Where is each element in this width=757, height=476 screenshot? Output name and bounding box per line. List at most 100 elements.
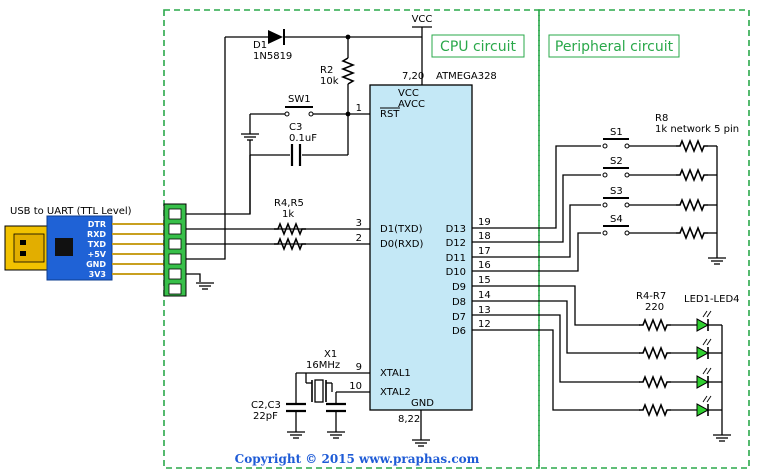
usb-title: USB to UART (TTL Level) xyxy=(10,206,132,217)
pin-num-13: 13 xyxy=(478,305,491,316)
chip-pin-d6: D6 xyxy=(452,326,466,337)
chip-pin-d12: D12 xyxy=(446,238,466,249)
pin-num-14: 14 xyxy=(478,290,491,301)
pin-num-16: 16 xyxy=(478,260,491,271)
s4-label: S4 xyxy=(610,214,623,225)
switch-s1 xyxy=(602,138,630,149)
ground-symbol-c2 xyxy=(286,431,306,439)
chip-vcc-pins: 7,20 xyxy=(402,71,424,82)
r8-value: 1k network 5 pin xyxy=(655,124,739,135)
copyright-text: Copyright © 2015 www.praphas.com xyxy=(235,452,480,466)
peripheral-section-label: Peripheral circuit xyxy=(555,39,674,55)
wire-d9 xyxy=(472,285,640,326)
wire-d7 xyxy=(472,314,640,383)
c23-value: 22pF xyxy=(253,411,278,422)
peripheral-label-box xyxy=(548,34,680,58)
wire-d12 xyxy=(472,174,601,243)
usb-pin-txd: TXD xyxy=(88,240,107,249)
x1-value: 16MHz xyxy=(306,360,340,371)
ground-symbol-led xyxy=(712,434,732,442)
switch-s3 xyxy=(602,197,630,208)
wire-d11 xyxy=(472,204,601,258)
switch-s2 xyxy=(602,167,630,178)
wire-gnd xyxy=(186,273,201,282)
pin-num-17: 17 xyxy=(478,246,491,257)
ground-symbol-c3 xyxy=(326,431,346,439)
led-1 xyxy=(696,310,712,332)
resistor-r8-3 xyxy=(675,199,709,211)
chip-avcc: AVCC xyxy=(398,99,425,110)
resistor-r7-led xyxy=(638,404,672,416)
s2-label: S2 xyxy=(610,156,623,167)
chip-gnd: GND xyxy=(411,398,434,409)
switch-s4 xyxy=(602,225,630,236)
crystal-x1 xyxy=(314,379,324,403)
r2-ref: R2 xyxy=(320,65,333,76)
r8-ref: R8 xyxy=(655,113,668,124)
chip-pin-d8: D8 xyxy=(452,297,466,308)
led-3 xyxy=(696,367,712,389)
usb-pin-gnd: GND xyxy=(86,260,106,269)
chip-gnd-pins: 8,22 xyxy=(398,414,420,425)
pin-num-txd: 3 xyxy=(356,218,362,229)
chip-pin-d9: D9 xyxy=(452,282,466,293)
led-ref: LED1-LED4 xyxy=(684,294,740,305)
chip-xtal2: XTAL2 xyxy=(380,387,411,398)
pin-num-18: 18 xyxy=(478,231,491,242)
resistor-r8-4 xyxy=(675,227,709,239)
vcc-label: VCC xyxy=(412,14,433,25)
wire-d10 xyxy=(472,232,601,272)
pin-num-12: 12 xyxy=(478,319,491,330)
x1-ref: X1 xyxy=(324,349,337,360)
s1-label: S1 xyxy=(610,127,623,138)
ground-symbol-sw1 xyxy=(240,133,260,141)
led-4 xyxy=(696,395,712,417)
wire-dtr xyxy=(186,140,251,215)
usb-pin-dtr: DTR xyxy=(88,220,106,229)
r45-ref: R4,R5 xyxy=(274,198,304,209)
chip-txd: D1(TXD) xyxy=(380,224,423,235)
resistor-r8-1 xyxy=(675,140,709,152)
chip-pin-d11: D11 xyxy=(446,253,466,264)
resistor-r5 xyxy=(273,238,307,250)
resistor-r8-2 xyxy=(675,169,709,181)
peripheral-section-frame xyxy=(538,9,750,469)
r47-ref: R4-R7 xyxy=(636,291,666,302)
wire-5v xyxy=(186,37,226,260)
d1-value: 1N5819 xyxy=(253,51,292,62)
ground-symbol-chip xyxy=(411,439,431,447)
chip-name: ATMEGA328 xyxy=(436,71,497,82)
resistor-r2 xyxy=(340,57,356,85)
usb-pin-3v3: 3V3 xyxy=(89,270,106,279)
r2-value: 10k xyxy=(320,76,339,87)
cpu-label-box xyxy=(431,34,525,58)
chip-rst: RST xyxy=(380,109,400,120)
diode-d1 xyxy=(268,30,283,44)
wire-d8 xyxy=(472,300,640,354)
c3-ref: C3 xyxy=(289,122,302,133)
resistor-r4 xyxy=(273,223,307,235)
wire-d6 xyxy=(472,329,640,411)
d1-ref: D1 xyxy=(253,40,267,51)
s3-label: S3 xyxy=(610,186,623,197)
ground-symbol-header xyxy=(195,282,215,290)
atmega328-chip xyxy=(369,84,473,411)
wire-d13 xyxy=(472,145,601,229)
resistor-r5-led xyxy=(638,347,672,359)
usb-module: DTR RXD TXD +5V GND 3V3 xyxy=(4,215,164,281)
cpu-section-label: CPU circuit xyxy=(440,39,516,55)
usb-pin-5v: +5V xyxy=(88,250,107,259)
c23-ref: C2,C3 xyxy=(251,400,281,411)
r47-value: 220 xyxy=(645,302,664,313)
pin-num-rst: 1 xyxy=(356,103,362,114)
chip-pin-d7: D7 xyxy=(452,312,466,323)
chip-vcc: VCC xyxy=(398,88,419,99)
cpu-section-frame xyxy=(163,9,540,469)
chip-xtal1: XTAL1 xyxy=(380,368,411,379)
pin-num-rxd: 2 xyxy=(356,233,362,244)
pin-num-xtal2: 10 xyxy=(349,381,362,392)
c3-value: 0.1uF xyxy=(289,133,317,144)
led-2 xyxy=(696,338,712,360)
chip-pin-d10: D10 xyxy=(446,267,466,278)
